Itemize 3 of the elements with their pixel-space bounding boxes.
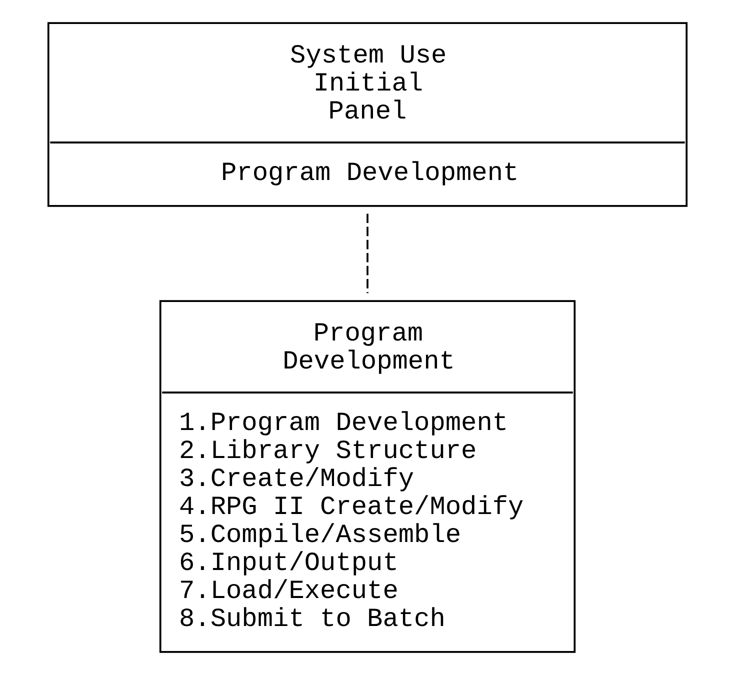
node-box: Program Development 1.Program Development 2.Library Structure 3.Create/Modify 4.RPG II Create/Modify 5.Compile/Assemble 6.Input/Output 7.Load/Execute 8.Submit to Batch	[159, 300, 576, 653]
node-box: System Use Initial Panel Program Development	[47, 22, 688, 207]
connector	[366, 214, 368, 294]
